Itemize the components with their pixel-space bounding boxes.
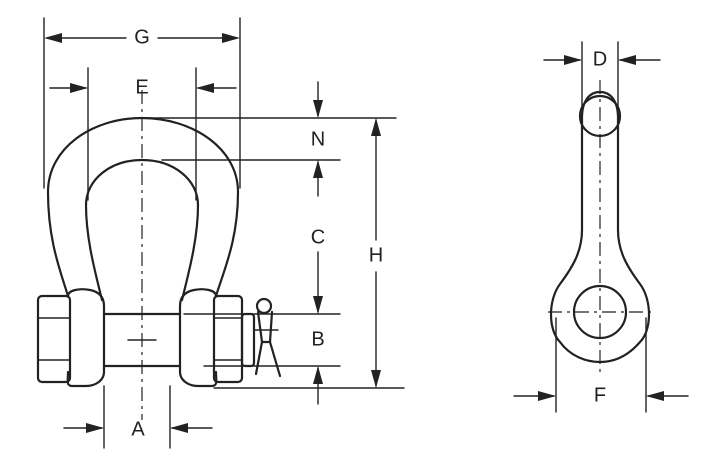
dimension-label-g: G bbox=[134, 26, 150, 48]
dimension-label-d: D bbox=[593, 48, 607, 70]
dimension-label-b: B bbox=[311, 328, 324, 350]
dimension-label-h: H bbox=[369, 244, 383, 266]
front-dimensions: G E N C B H bbox=[43, 17, 405, 449]
dimension-label-e: E bbox=[135, 76, 148, 98]
side-eye-hole bbox=[572, 284, 628, 340]
right-eye-outline bbox=[178, 288, 218, 388]
left-eye-outline bbox=[66, 288, 106, 388]
bolt-nut bbox=[212, 294, 244, 384]
side-dimensions: D F bbox=[513, 41, 689, 413]
dimension-label-f: F bbox=[594, 384, 606, 406]
bow-outer-outline bbox=[46, 116, 240, 298]
front-view bbox=[36, 90, 282, 420]
bolt-head bbox=[36, 294, 72, 384]
dimension-label-n: N bbox=[311, 128, 325, 150]
dimension-label-a: A bbox=[131, 418, 145, 440]
bow-inner-outline bbox=[84, 158, 200, 302]
bolt-end bbox=[240, 312, 256, 368]
cotter-pin-icon bbox=[253, 297, 282, 378]
dimension-label-c: C bbox=[311, 226, 325, 248]
side-view bbox=[548, 80, 656, 372]
side-body-outline bbox=[550, 90, 650, 364]
